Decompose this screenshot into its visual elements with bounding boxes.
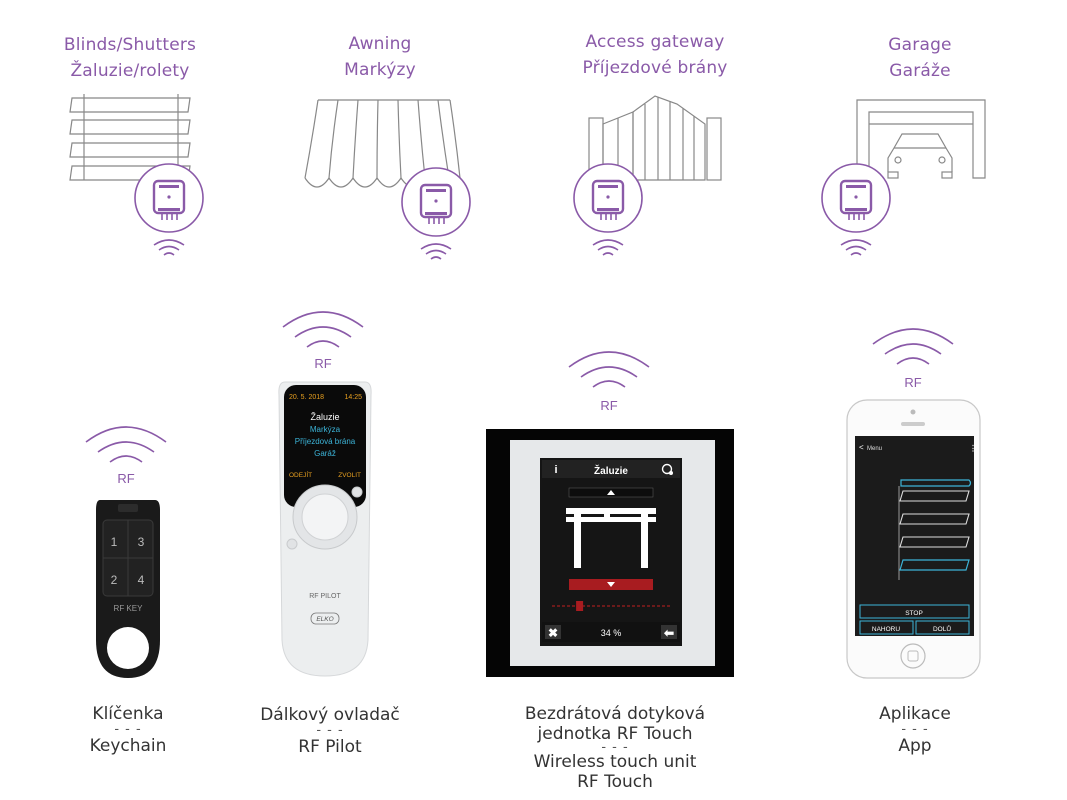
touch-name-cz-2: jednotka RF Touch [537,724,693,744]
category-blinds-cz: Žaluzie/rolety [70,61,190,81]
category-gate-en: Access gateway [585,32,725,52]
touch-label: Bezdrátová dotyková jednotka RF Touch - … [490,704,740,792]
pilot-date: 20. 5. 2018 [289,394,324,401]
app-label: Aplikace - - - App [835,704,995,756]
blinds-signal-icon [153,239,185,256]
gate-receiver-icon [572,162,644,234]
keychain-separator: - - - [114,722,142,737]
awning-receiver-icon [400,166,472,238]
app-rf-label: RF [904,375,921,390]
touch-settings-icon[interactable] [661,463,674,476]
keychain-name-cz: Klíčenka [92,704,164,724]
pilot-rf-label: RF [314,356,331,371]
category-awning-cz: Markýzy [344,60,416,80]
garage-signal-icon [840,239,872,256]
garage-icon [856,99,986,179]
pilot-separator: - - - [316,723,344,738]
keychain-button-4[interactable]: 4 [138,573,145,587]
app-stop-label: STOP [905,610,923,617]
keychain-signal-icon [85,426,167,463]
keychain-brand: RF KEY [114,604,144,613]
touch-separator: - - - [601,740,629,755]
touch-slider-thumb[interactable] [576,601,584,611]
app-blind-visual [898,479,972,580]
pilot-model-label: RF PILOT [309,593,341,600]
keychain-label: Klíčenka - - - Keychain [48,704,208,756]
category-garage-cz: Garáže [889,61,951,81]
category-gate-caption: Access gateway Příjezdové brány [560,29,750,81]
category-garage-en: Garage [888,35,952,55]
app-up-label: NAHORU [872,626,900,633]
pilot-signal-icon [282,311,364,348]
app-home-button[interactable] [900,643,926,669]
app-up-button[interactable] [859,620,914,635]
pilot-menu-item-garage[interactable]: Garáž [314,449,336,458]
pilot-name-en: RF Pilot [298,737,362,757]
touch-name-cz-1: Bezdrátová dotyková [524,704,706,724]
touch-rf-label: RF [600,398,617,413]
pilot-brand-logo: ELKO [316,616,333,623]
app-separator: - - - [901,722,929,737]
touch-name-en-1: Wireless touch unit [533,752,697,772]
touch-blind-visual [566,508,656,568]
pilot-soft-right[interactable]: ZVOLIT [338,472,361,479]
app-menu-label[interactable]: Menu [867,446,882,452]
touch-down-arrow-icon [607,582,615,587]
touch-device: i Žaluzie ✖ 34 % ⬅ [486,429,734,677]
pilot-menu-item-awning[interactable]: Markýza [310,425,341,434]
category-awning-en: Awning [348,34,412,54]
gate-signal-icon [592,239,624,256]
touch-signal-icon [568,351,650,388]
pilot-label: Dálkový ovladač - - - RF Pilot [230,705,430,757]
garage-receiver-icon [820,162,892,234]
blinds-receiver-icon [133,162,205,234]
pilot-menu-item-gate[interactable]: Příjezdová brána [295,437,356,446]
category-awning-caption: Awning Markýzy [290,31,470,83]
touch-up-arrow-icon [607,490,615,495]
category-blinds-en: Blinds/Shutters [63,35,197,55]
app-device: < Menu ⋮ STOP NAHORU DOLŮ [846,399,981,679]
app-more-icon[interactable]: ⋮ [969,444,977,453]
category-garage-caption: Garage Garáže [830,32,1010,84]
keychain-button-3[interactable]: 3 [138,535,145,549]
touch-info-button[interactable]: i [554,464,557,476]
pilot-time: 14:25 [344,394,362,401]
category-gate-cz: Příjezdové brány [582,58,728,78]
touch-percent: 34 % [601,628,622,638]
app-name-cz: Aplikace [879,704,951,724]
app-down-label: DOLŮ [933,624,951,633]
touch-title: Žaluzie [594,464,628,477]
app-name-en: App [898,736,932,756]
pilot-soft-left[interactable]: ODEJÍT [289,470,312,479]
app-signal-icon [872,328,954,365]
awning-signal-icon [420,243,452,260]
app-down-button[interactable] [915,620,970,635]
touch-name-en-2: RF Touch [577,772,653,792]
keychain-rf-label: RF [117,471,134,486]
pilot-device: 20. 5. 2018 14:25 Žaluzie Markýza Příjez… [278,381,372,677]
app-back-icon[interactable]: < [859,443,864,452]
touch-back-icon[interactable]: ⬅ [663,626,674,640]
keychain-device: 1 3 2 4 RF KEY [96,500,160,678]
app-stop-button[interactable] [859,604,970,619]
keychain-button-1[interactable]: 1 [111,535,118,549]
pilot-menu-item-blinds[interactable]: Žaluzie [310,412,339,422]
pilot-name-cz: Dálkový ovladač [260,705,400,725]
keychain-button-2[interactable]: 2 [111,573,118,587]
keychain-name-en: Keychain [89,736,167,756]
touch-close-icon[interactable]: ✖ [548,626,558,640]
category-blinds-caption: Blinds/Shutters Žaluzie/rolety [40,32,220,84]
